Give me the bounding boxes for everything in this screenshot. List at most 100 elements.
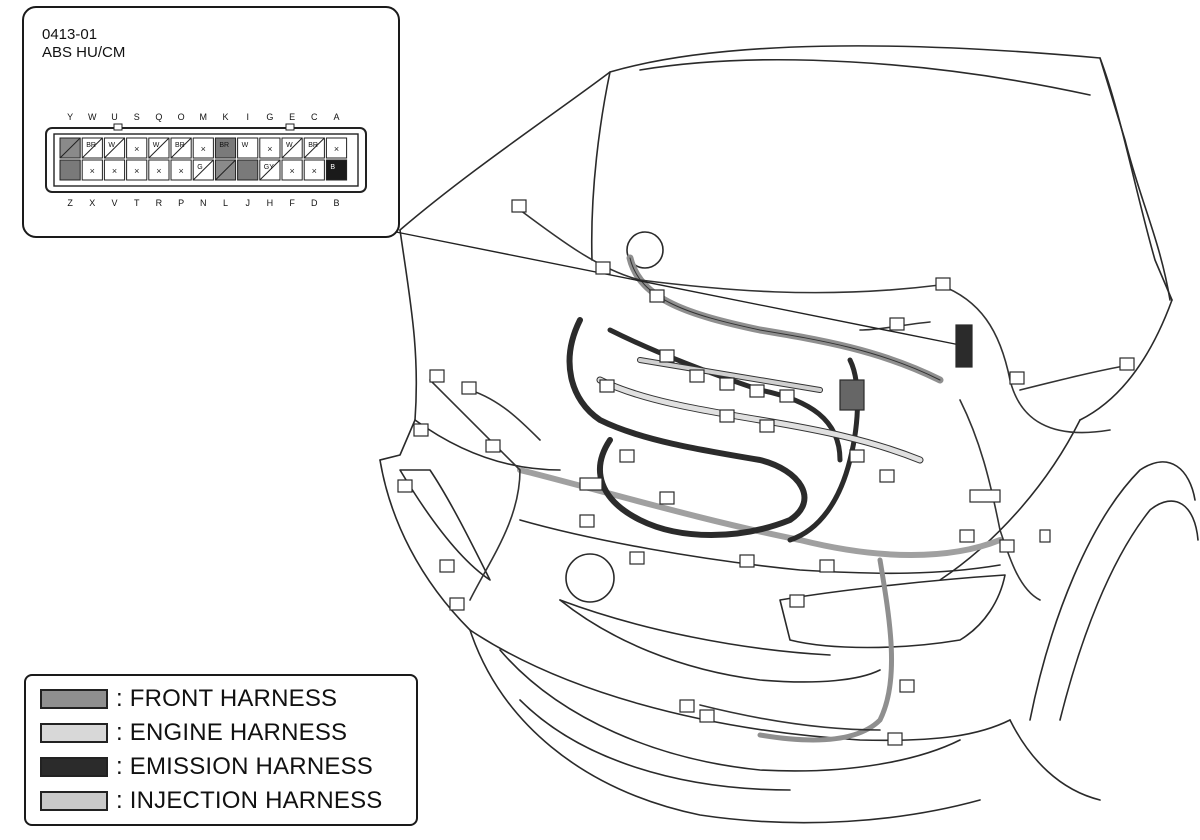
pin-divider — [259, 159, 281, 181]
bottom-row-pin — [325, 159, 348, 181]
pin-wire-color: W — [286, 142, 293, 149]
pin-unused-mark: × — [267, 144, 272, 154]
bottom-pin-letter: X — [89, 198, 95, 208]
legend-item-injection-harness: : INJECTION HARNESS — [40, 786, 383, 816]
top-pin-letter: G — [266, 112, 273, 122]
pin-divider — [81, 137, 103, 159]
pin-divider — [303, 137, 325, 159]
connector-lock-right — [285, 123, 295, 131]
pin-wire-color: B — [330, 164, 335, 171]
top-row-pin — [126, 137, 148, 159]
bottom-row-pin — [126, 159, 148, 181]
bottom-row-pin — [170, 159, 192, 181]
bottom-row-pin — [281, 159, 303, 181]
legend-item-engine-harness: : ENGINE HARNESS — [40, 718, 347, 748]
bottom-pin-letter: Z — [67, 198, 73, 208]
pin-wire-color: BR — [219, 142, 229, 149]
pin-unused-mark: × — [178, 166, 183, 176]
pin-divider — [281, 137, 303, 159]
top-row-pin — [214, 137, 237, 159]
top-row-pin — [325, 137, 348, 159]
bottom-row-pin — [59, 159, 81, 181]
vehicle-outline — [379, 45, 1199, 824]
pin-unused-mark: × — [201, 144, 206, 154]
bottom-pin-letter: V — [111, 198, 117, 208]
legend-swatch — [40, 723, 108, 743]
legend-label: : ENGINE HARNESS — [116, 719, 348, 746]
bottom-pin-letter: L — [223, 198, 228, 208]
pin-wire-color: BR — [175, 142, 185, 149]
connector-lock-left — [113, 123, 123, 131]
pin-divider — [215, 159, 236, 181]
top-row-pin — [237, 137, 259, 159]
top-pin-letter: U — [111, 112, 118, 122]
top-pin-letter: M — [200, 112, 208, 122]
bottom-pin-letter: D — [311, 198, 318, 208]
top-row-pin — [192, 137, 214, 159]
pin-divider — [192, 159, 214, 181]
top-pin-letter: Y — [67, 112, 73, 122]
pin-unused-mark: × — [312, 166, 317, 176]
connector-housing-inner — [53, 133, 359, 187]
bottom-pin-letter: H — [267, 198, 274, 208]
bottom-pin-letter: T — [134, 198, 140, 208]
legend-label: : FRONT HARNESS — [116, 685, 338, 712]
top-pin-letter: K — [222, 112, 228, 122]
bottom-pin-letter: F — [289, 198, 295, 208]
connector-housing — [45, 127, 367, 193]
pin-wire-color: G — [197, 164, 202, 171]
bottom-row-pin — [237, 159, 259, 181]
harness-legend: : FRONT HARNESS : ENGINE HARNESS : EMISS… — [24, 674, 418, 826]
pin-unused-mark: × — [112, 166, 117, 176]
top-pin-letter: W — [88, 112, 97, 122]
legend-label: : EMISSION HARNESS — [116, 753, 373, 780]
top-pin-letter: Q — [155, 112, 162, 122]
bottom-pin-letter: N — [200, 198, 207, 208]
legend-swatch — [40, 689, 108, 709]
legend-item-front-harness: : FRONT HARNESS — [40, 684, 337, 714]
pin-divider — [170, 137, 192, 159]
bottom-row-pin — [303, 159, 325, 181]
bottom-pin-letter: R — [156, 198, 163, 208]
top-pin-letter: C — [311, 112, 318, 122]
pin-unused-mark: × — [134, 144, 139, 154]
harness-connectors — [397, 199, 1135, 746]
top-pin-letter: S — [134, 112, 140, 122]
legend-item-emission-harness: : EMISSION HARNESS — [40, 752, 373, 782]
engine-and-wiring — [395, 209, 1131, 743]
bottom-pin-letter: B — [333, 198, 339, 208]
pin-divider — [148, 137, 170, 159]
connector-code: 0413-01 — [42, 26, 98, 43]
pin-unused-mark: × — [90, 166, 95, 176]
pin-unused-mark: × — [134, 166, 139, 176]
pin-wire-color: W — [108, 142, 115, 149]
pin-unused-mark: × — [289, 166, 294, 176]
legend-label: : INJECTION HARNESS — [116, 787, 383, 814]
bottom-row-pin — [81, 159, 103, 181]
top-pin-letter: A — [333, 112, 339, 122]
pin-unused-mark: × — [334, 144, 339, 154]
pin-wire-color: BR — [86, 142, 96, 149]
legend-swatch — [40, 757, 108, 777]
top-pin-letter: O — [178, 112, 185, 122]
connector-bottom-row: × × × × × G GY × × B — [59, 159, 348, 181]
pin-unused-mark: × — [156, 166, 161, 176]
pin-wire-color: BR — [308, 142, 318, 149]
bottom-row-pin — [148, 159, 170, 181]
legend-swatch — [40, 791, 108, 811]
bottom-row-pin — [103, 159, 126, 181]
connector-name: ABS HU/CM — [42, 44, 126, 61]
pin-divider — [104, 137, 125, 159]
pin-wire-color: GY — [264, 164, 274, 171]
pin-wire-color: W — [242, 142, 249, 149]
pin-divider — [59, 137, 81, 159]
bottom-pin-letter: P — [178, 198, 184, 208]
top-pin-letter: E — [289, 112, 295, 122]
top-pin-letter: I — [246, 112, 249, 122]
